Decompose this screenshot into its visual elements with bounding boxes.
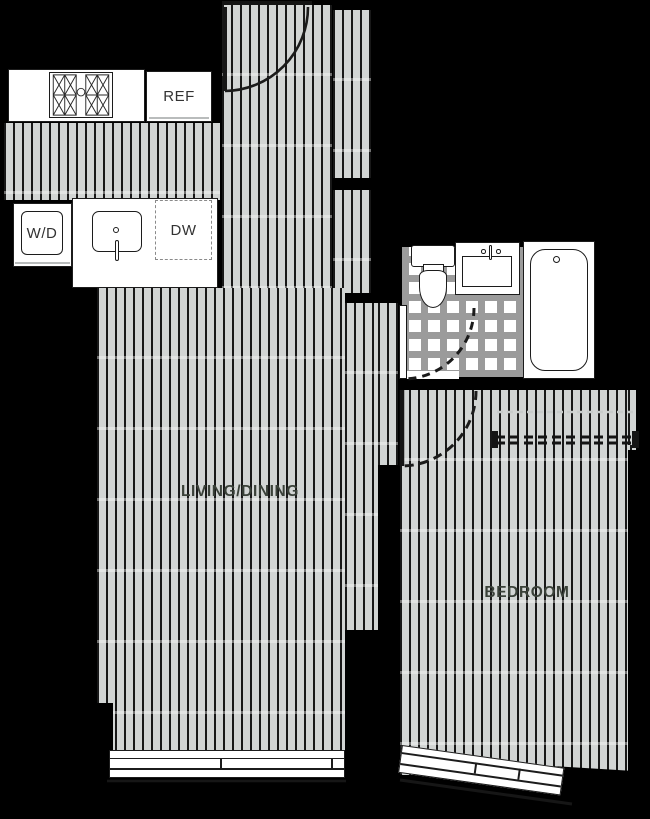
vanity-faucet-stem <box>489 245 492 260</box>
bathtub-drain <box>553 256 560 263</box>
bathtub-inner <box>530 249 588 371</box>
dishwasher-box: DW <box>155 200 212 260</box>
refrigerator-label: REF <box>163 88 195 105</box>
hall-strip-upper <box>333 10 371 178</box>
bedroom-door-arc <box>401 390 478 468</box>
living-dining-floor <box>97 288 345 750</box>
living-dining-label: LIVING/DINING <box>180 483 300 500</box>
range-cooktop <box>49 72 113 118</box>
bathroom-door-arc <box>402 307 476 381</box>
kitchen-floor <box>4 123 220 200</box>
closet-rod-endcap <box>632 431 639 448</box>
living-right-column <box>345 303 378 630</box>
living-room-window <box>109 750 345 778</box>
window-mullion <box>220 757 222 768</box>
refrigerator-box: REF <box>146 71 212 122</box>
bedroom-floor <box>400 390 628 775</box>
dishwasher-label: DW <box>170 221 197 239</box>
washer-dryer-bottom-line <box>15 261 70 264</box>
washer-dryer-inner: W/D <box>21 211 63 255</box>
toilet-bowl <box>419 270 447 308</box>
bedroom-window-sill <box>399 778 573 806</box>
bathroom-door-leaf <box>399 305 407 379</box>
window-line <box>110 757 344 759</box>
bath-vestibule-floor <box>378 303 398 465</box>
window-line <box>110 768 344 770</box>
kitchen-faucet-knob <box>113 227 119 233</box>
refrigerator-bottom-line <box>149 117 209 119</box>
window-mullion <box>331 757 333 768</box>
range-cooktop-icon <box>50 73 112 117</box>
washer-dryer-box: W/D <box>13 203 72 267</box>
kitchen-faucet-stem <box>115 240 119 261</box>
entry-door-arc <box>224 6 310 93</box>
bedroom-floor-sliver <box>628 390 636 445</box>
hall-strip-lower <box>333 190 371 293</box>
vanity-knob-left <box>481 249 486 254</box>
bedroom-label: BEDROOM <box>484 584 570 601</box>
washer-dryer-label: W/D <box>26 224 58 242</box>
living-left-step-mask <box>97 703 113 752</box>
entry-floor-column <box>222 5 332 288</box>
closet-rod-endcap <box>492 431 498 448</box>
vanity-basin <box>462 256 512 287</box>
vanity-knob-right <box>496 249 501 254</box>
